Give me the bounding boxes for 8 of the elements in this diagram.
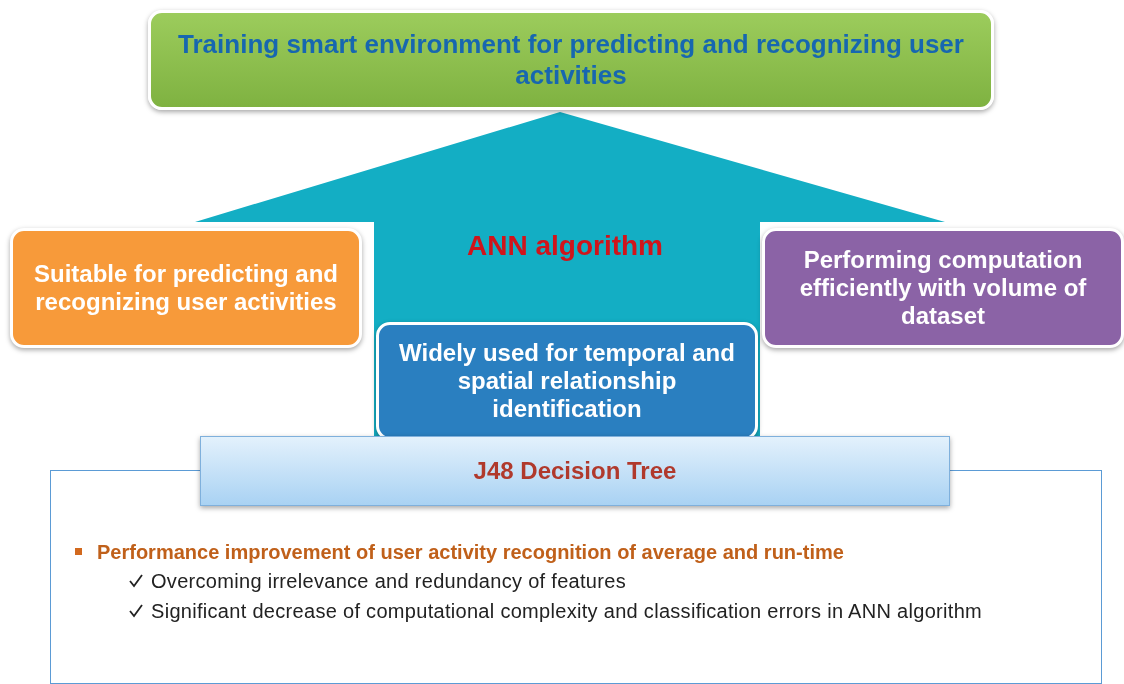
feature-box: Suitable for predicting and recognizing user activities bbox=[10, 228, 362, 348]
check-text: Significant decrease of computational complexity and classification errors in ANN algorithm bbox=[151, 599, 983, 624]
title-box: Training smart environment for predicting and recognizing user activities bbox=[148, 10, 994, 110]
check-text: Overcoming irrelevance and redundancy of features bbox=[151, 569, 627, 594]
header-bar: J48 Decision Tree bbox=[200, 436, 950, 506]
bullet-text: Performance improvement of user activity recognition of average and run-time bbox=[97, 541, 844, 564]
arrow-label: ANN algorithm bbox=[466, 230, 664, 262]
feature-box: Performing computation efficiently with volume of dataset bbox=[762, 228, 1124, 348]
